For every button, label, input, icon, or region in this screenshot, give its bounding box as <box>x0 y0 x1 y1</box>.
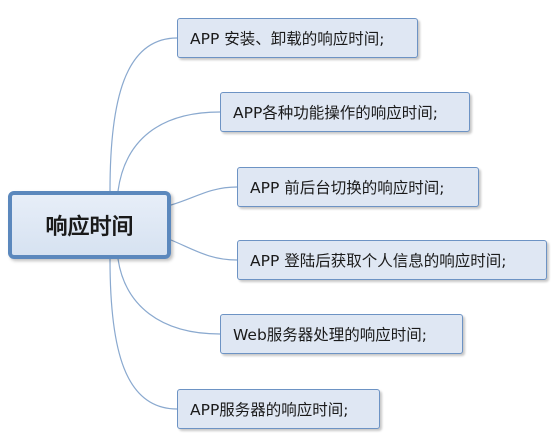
branch-node-web-server-processing: Web服务器处理的响应时间; <box>220 314 463 354</box>
branch-node-app-server: APP服务器的响应时间; <box>177 389 380 429</box>
branch-node-login-profile-fetch: APP 登陆后获取个人信息的响应时间; <box>237 240 547 280</box>
root-node-response-time: 响应时间 <box>8 191 171 259</box>
connector-branch-1 <box>117 111 221 192</box>
branch-node-label: APP各种功能操作的响应时间; <box>233 104 439 122</box>
connector-branch-0 <box>109 37 178 192</box>
connector-branch-5 <box>109 258 178 410</box>
branch-node-label: APP 登陆后获取个人信息的响应时间; <box>250 252 507 270</box>
branch-node-install-uninstall: APP 安装、卸载的响应时间; <box>177 18 418 58</box>
root-node-label: 响应时间 <box>45 215 134 240</box>
connector-branch-2 <box>170 186 238 206</box>
branch-node-label: APP 前后台切换的响应时间; <box>250 179 445 197</box>
branch-node-label: APP 安装、卸载的响应时间; <box>190 30 385 48</box>
branch-node-foreground-background-switch: APP 前后台切换的响应时间; <box>237 167 479 207</box>
connector-branch-4 <box>117 258 221 335</box>
branch-node-label: APP服务器的响应时间; <box>190 401 349 419</box>
connector-branch-3 <box>170 239 238 261</box>
branch-node-function-operations: APP各种功能操作的响应时间; <box>220 92 470 132</box>
branch-node-label: Web服务器处理的响应时间; <box>233 326 428 344</box>
